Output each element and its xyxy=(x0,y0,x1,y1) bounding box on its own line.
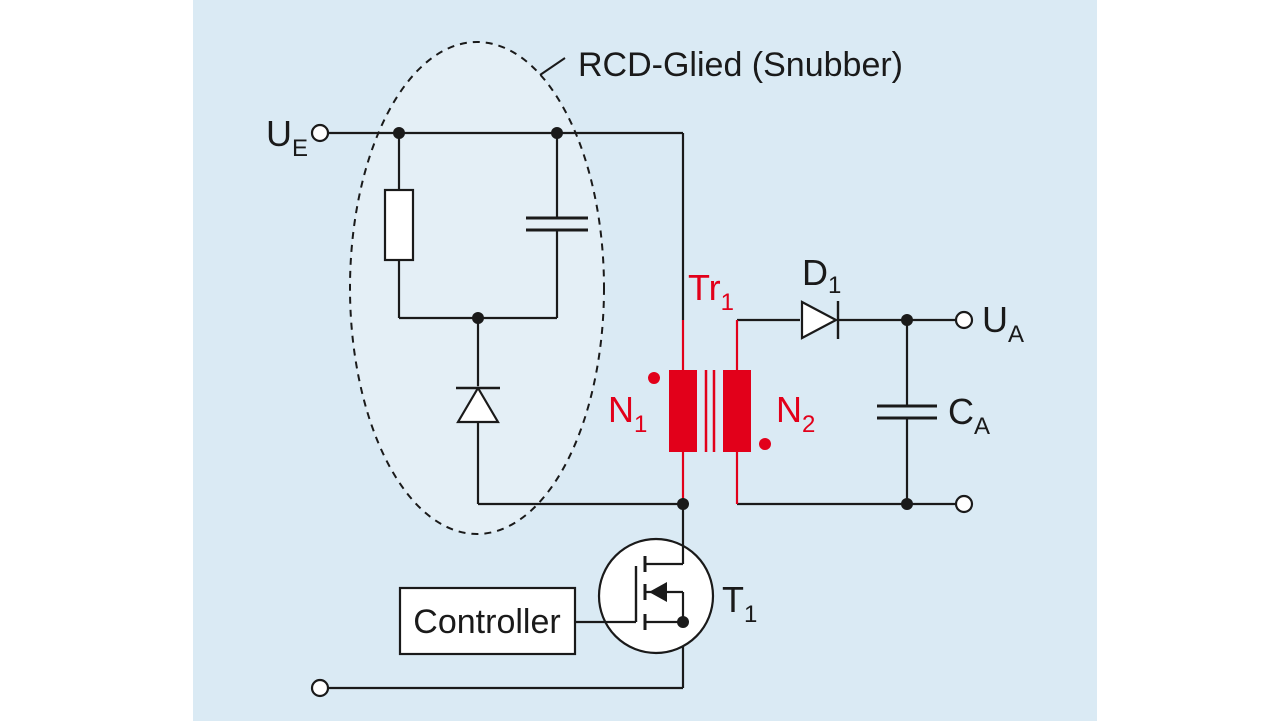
primary-polarity-dot xyxy=(648,372,660,384)
transistor-label: T1 xyxy=(722,579,757,628)
output-diode xyxy=(800,300,840,340)
snubber-group: RCD-Glied (Snubber) xyxy=(349,41,903,535)
input-label: UE xyxy=(266,113,308,162)
snubber-capacitor xyxy=(526,216,588,232)
secondary-polarity-dot xyxy=(759,438,771,450)
output-return-terminal xyxy=(954,494,974,514)
node-source xyxy=(677,616,689,628)
controller-box xyxy=(398,586,577,656)
ground-terminal xyxy=(310,678,330,698)
diode-label: D1 xyxy=(802,252,841,299)
primary-winding xyxy=(669,370,697,452)
controller-label: Controller xyxy=(413,603,560,641)
snubber-outline xyxy=(349,41,605,535)
snubber-resistor xyxy=(383,188,415,262)
snubber-label: RCD-Glied (Snubber) xyxy=(578,46,903,84)
output-label: UA xyxy=(982,299,1024,348)
transformer-label: Tr1 xyxy=(688,267,734,316)
terminals xyxy=(310,123,974,698)
node-drain xyxy=(677,498,689,510)
node-resistor-top xyxy=(393,127,405,139)
capacitor-label: CA xyxy=(948,391,990,440)
mosfet-arrow xyxy=(649,582,667,602)
node-output-bottom xyxy=(901,498,913,510)
snubber-leader-line xyxy=(539,57,566,76)
wiring xyxy=(328,131,956,690)
node-output-top xyxy=(901,314,913,326)
snubber-diode xyxy=(456,385,500,424)
output-diode-body xyxy=(800,300,839,340)
transformer xyxy=(648,320,771,504)
output-capacitor xyxy=(877,404,937,420)
mosfet-body xyxy=(597,537,715,655)
input-terminal xyxy=(310,123,330,143)
secondary-winding-label: N2 xyxy=(776,389,815,438)
node-rc-join xyxy=(472,312,484,324)
node-capacitor-top xyxy=(551,127,563,139)
junction-nodes xyxy=(393,127,913,628)
primary-winding-label: N1 xyxy=(608,389,647,438)
secondary-winding xyxy=(723,370,751,452)
snubber-diode-body xyxy=(456,385,500,424)
output-terminal xyxy=(954,310,974,330)
